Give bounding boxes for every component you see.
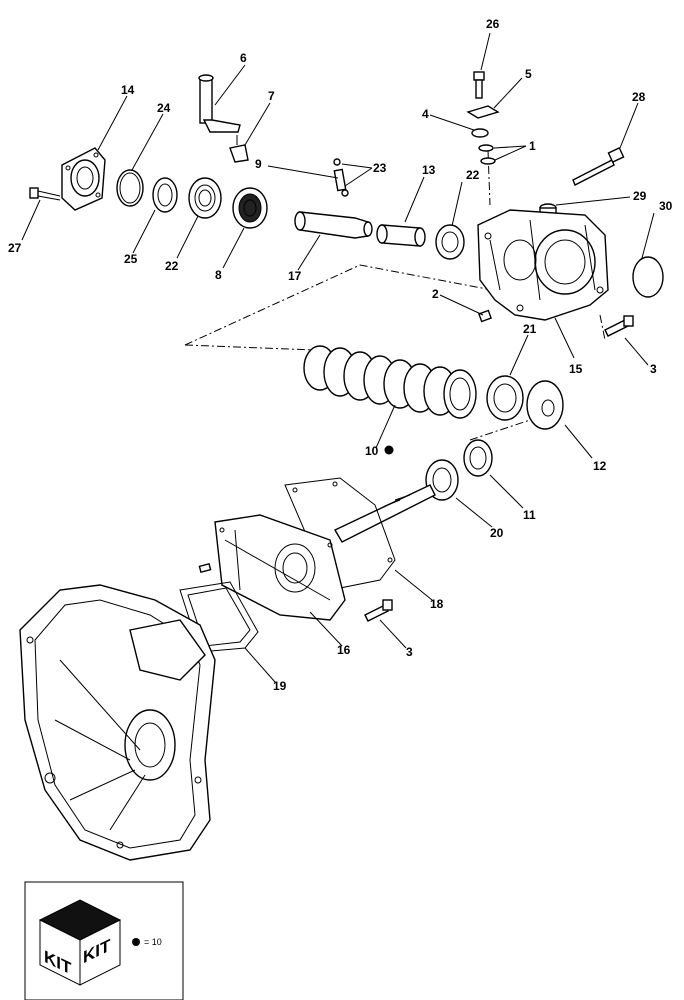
callout-30: 30	[659, 199, 673, 213]
callout-25: 25	[124, 252, 138, 266]
callout-27: 27	[8, 241, 22, 255]
cap-30	[632, 256, 664, 298]
housing-15	[477, 209, 609, 321]
cover-16	[214, 514, 346, 621]
disc-12	[526, 380, 564, 430]
callout-22-right: 22	[466, 168, 480, 182]
clutch-pack-10	[303, 345, 477, 419]
shift-fork-7	[229, 135, 249, 163]
leader-lines	[21, 32, 655, 683]
gear-sleeve-8	[232, 187, 268, 229]
callout-23: 23	[373, 161, 387, 175]
shaft-17	[294, 211, 373, 239]
callout-13: 13	[422, 163, 436, 177]
callout-17: 17	[288, 269, 302, 283]
bearing-22-right	[435, 224, 465, 260]
callout-21: 21	[523, 322, 537, 336]
washers-1	[478, 144, 496, 165]
pin-9	[333, 168, 347, 192]
alignment-lines	[184, 149, 606, 441]
kit-legend: KIT KIT = 10	[24, 881, 184, 1000]
kit-dot-10	[384, 445, 394, 455]
callout-9: 9	[255, 157, 262, 171]
callout-10: 10	[365, 444, 379, 458]
washer-4	[471, 128, 489, 138]
kit-dot-icon	[132, 938, 140, 946]
callout-3-lower: 3	[406, 645, 413, 659]
callout-7: 7	[268, 89, 275, 103]
long-bolt-28	[572, 147, 625, 186]
callout-28: 28	[632, 90, 646, 104]
shift-shaft-6	[198, 74, 241, 133]
callout-24: 24	[157, 101, 171, 115]
bolt-3-lower	[364, 599, 393, 622]
output-shaft	[334, 484, 436, 543]
pin-2	[478, 309, 492, 323]
callout-16: 16	[337, 643, 351, 657]
callout-12: 12	[593, 459, 607, 473]
callout-labels: 26 5 4 1 28 29 30 22 13 23 9 6 7 24 14 2…	[8, 17, 673, 693]
callout-14: 14	[121, 83, 135, 97]
bolt-3-upper	[604, 315, 634, 337]
cover-plate-14	[61, 147, 106, 211]
balls-23	[333, 158, 349, 197]
callout-18: 18	[430, 597, 444, 611]
seal-25	[152, 177, 178, 213]
callout-11: 11	[523, 508, 536, 522]
callout-2: 2	[432, 287, 439, 301]
callout-26: 26	[486, 17, 500, 31]
callout-4: 4	[422, 107, 429, 121]
callout-19: 19	[273, 679, 287, 693]
callout-6: 6	[240, 51, 247, 65]
bearing-21	[486, 375, 524, 421]
o-ring-24	[116, 169, 144, 207]
callout-15: 15	[569, 362, 583, 376]
callout-22-left: 22	[165, 259, 179, 273]
callout-20: 20	[490, 526, 504, 540]
seal-11	[463, 439, 493, 477]
kit-cube-icon	[38, 899, 122, 986]
sleeve-13	[376, 224, 426, 247]
bearing-22-left	[188, 177, 222, 219]
pin-small	[198, 562, 212, 574]
plug-29	[539, 203, 557, 215]
callout-5: 5	[525, 67, 532, 81]
bolt-27	[29, 187, 61, 201]
callout-1: 1	[529, 139, 536, 153]
bearing-20	[425, 459, 459, 501]
main-case	[19, 584, 216, 861]
kit-legend-equals: = 10	[144, 937, 162, 947]
callout-8: 8	[215, 268, 222, 282]
callout-29: 29	[633, 189, 647, 203]
bracket-5	[466, 105, 500, 119]
bolt-26	[473, 71, 485, 99]
callout-3-upper: 3	[650, 362, 657, 376]
